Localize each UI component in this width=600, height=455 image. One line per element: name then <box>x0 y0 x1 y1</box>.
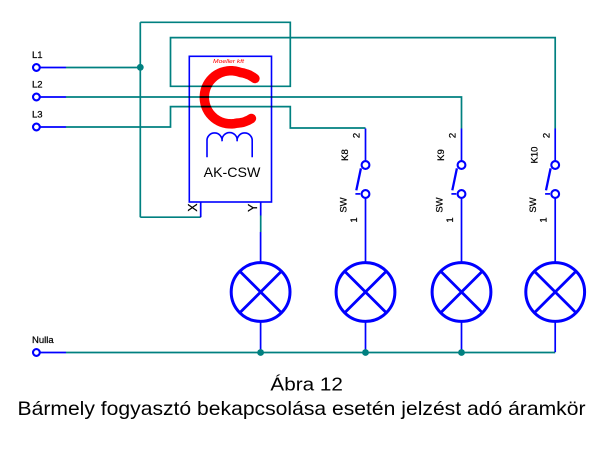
svg-text:2: 2 <box>352 133 363 138</box>
svg-text:K9: K9 <box>436 149 447 161</box>
svg-text:Bármely fogyasztó bekapcsolása: Bármely fogyasztó bekapcsolása esetén je… <box>18 398 587 420</box>
svg-text:1: 1 <box>539 217 550 222</box>
svg-text:Nulla: Nulla <box>32 335 54 346</box>
svg-text:L3: L3 <box>32 109 43 120</box>
svg-text:Ábra 12: Ábra 12 <box>270 374 343 395</box>
svg-text:L2: L2 <box>32 79 43 90</box>
svg-text:Y: Y <box>246 203 260 212</box>
svg-text:Moeller kft: Moeller kft <box>213 59 245 65</box>
svg-text:2: 2 <box>541 133 552 138</box>
svg-text:X: X <box>186 203 200 212</box>
svg-text:SW: SW <box>339 197 350 212</box>
svg-text:K8: K8 <box>340 149 351 161</box>
svg-text:1: 1 <box>445 217 456 222</box>
svg-text:L1: L1 <box>32 50 43 61</box>
svg-text:K10: K10 <box>530 147 541 164</box>
svg-text:AK-CSW: AK-CSW <box>204 164 261 180</box>
svg-text:2: 2 <box>448 133 459 138</box>
svg-text:SW: SW <box>435 197 446 212</box>
svg-text:SW: SW <box>528 197 539 212</box>
svg-text:1: 1 <box>349 217 360 222</box>
